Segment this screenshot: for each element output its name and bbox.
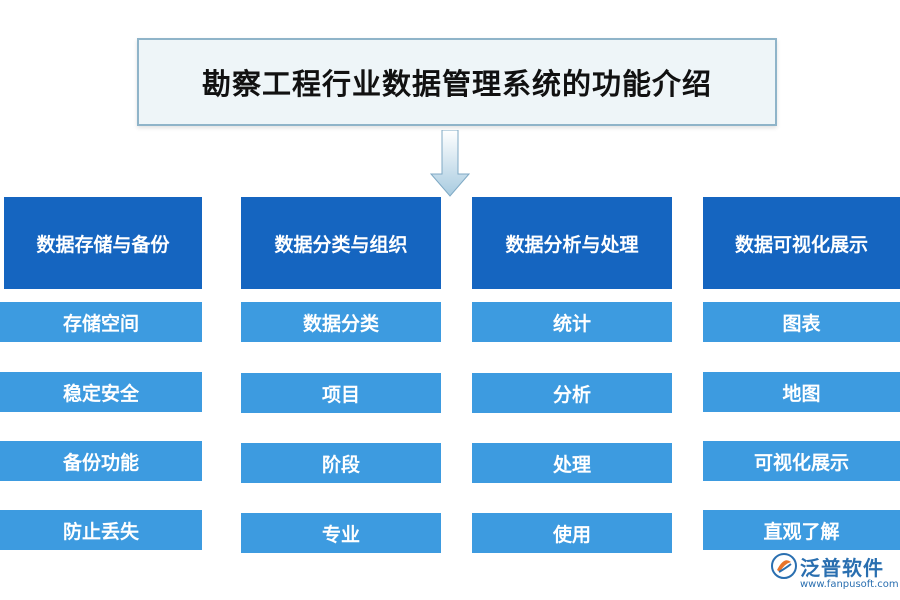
item-map: 地图: [703, 372, 900, 412]
item-charts: 图表: [703, 302, 900, 342]
item-statistics: 统计: [472, 302, 672, 342]
column-header-storage: 数据存储与备份: [4, 197, 202, 289]
column-header-analysis: 数据分析与处理: [472, 197, 672, 289]
logo-url: www.fanpusoft.com: [800, 579, 899, 590]
item-project: 项目: [241, 373, 441, 413]
item-stage: 阶段: [241, 443, 441, 483]
diagram-title: 勘察工程行业数据管理系统的功能介绍: [201, 67, 712, 101]
down-arrow-icon: [430, 130, 470, 197]
item-backup: 备份功能: [0, 441, 202, 481]
item-storage-space: 存储空间: [0, 302, 202, 342]
column-header-visualization: 数据可视化展示: [703, 197, 900, 289]
fanpu-logo-icon: [771, 553, 797, 579]
brand-logo: 泛普软件 www.fanpusoft.com: [770, 552, 899, 598]
column-header-classification: 数据分类与组织: [241, 197, 441, 289]
logo-name: 泛普软件: [800, 556, 884, 580]
item-processing: 处理: [472, 443, 672, 483]
item-usage: 使用: [472, 513, 672, 553]
item-visual-display: 可视化展示: [703, 441, 900, 481]
item-prevent-loss: 防止丢失: [0, 510, 202, 550]
item-stable-safe: 稳定安全: [0, 372, 202, 412]
title-box: 勘察工程行业数据管理系统的功能介绍: [137, 38, 777, 126]
item-data-classification: 数据分类: [241, 302, 441, 342]
item-analysis: 分析: [472, 373, 672, 413]
item-specialty: 专业: [241, 513, 441, 553]
item-intuitive: 直观了解: [703, 510, 900, 550]
